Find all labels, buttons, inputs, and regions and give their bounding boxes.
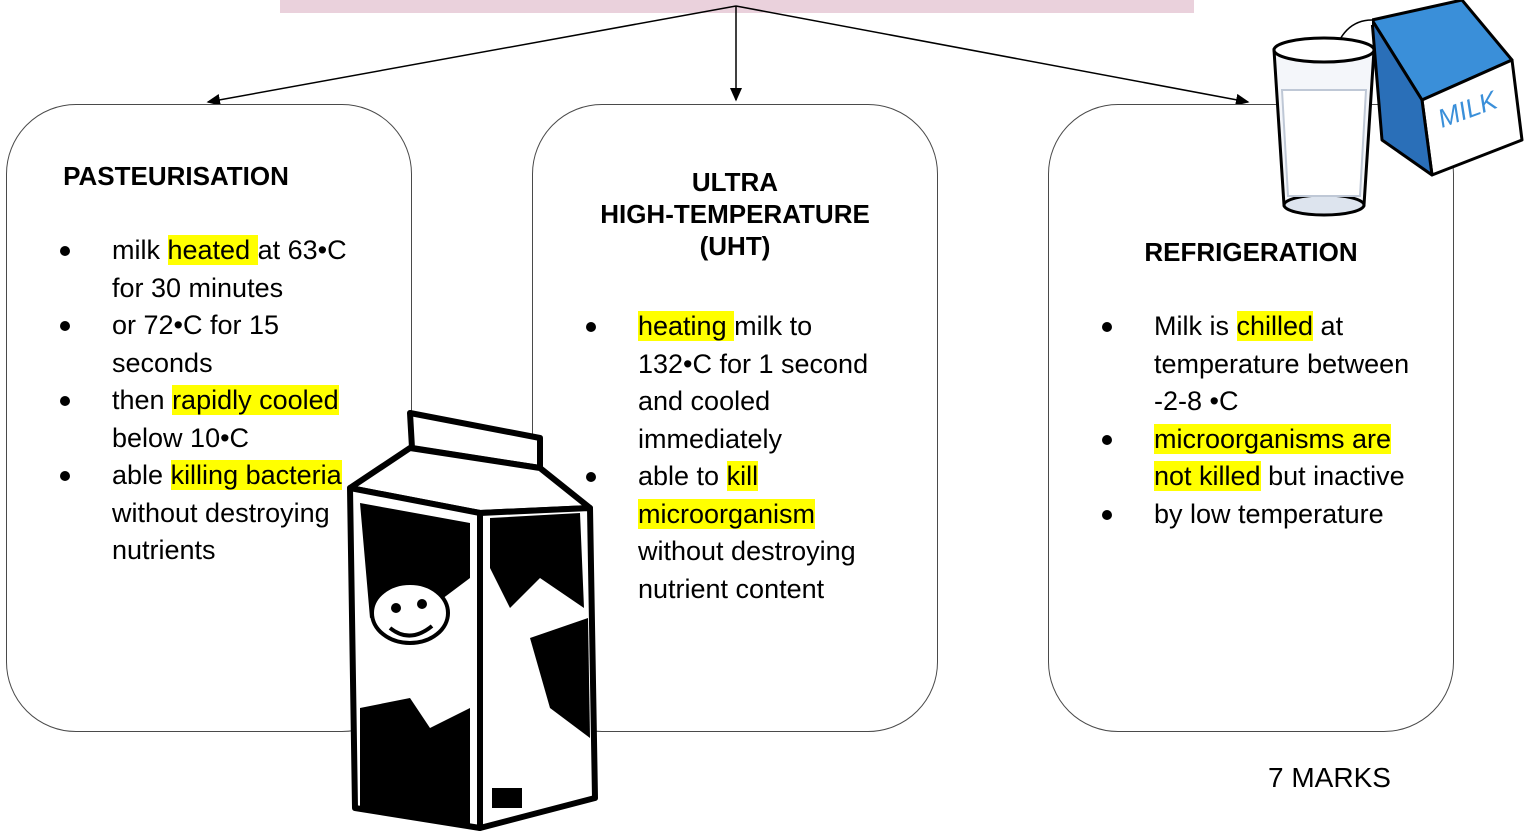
bullet-item: by low temperature [1092, 496, 1412, 534]
arrow-right [735, 5, 1250, 106]
highlighted-text: rapidly cooled [172, 385, 339, 415]
uht-heading: ULTRA HIGH-TEMPERATURE (UHT) [600, 167, 870, 261]
bullet-text: or 72•C for 15 seconds [112, 310, 280, 378]
refrigeration-heading: REFRIGERATION [1144, 237, 1358, 267]
bullet-item: then rapidly cooled below 10•C [50, 382, 350, 457]
bullet-text: without destroying nutrients [112, 497, 330, 566]
bullet-text: below 10•C [112, 422, 250, 453]
arrow-left [206, 5, 737, 106]
bullet-text: at 63•C for 30 minutes [112, 235, 347, 303]
bullet-item: heating milk to 132•C for 1 second and c… [576, 308, 876, 458]
milk-carton-illustration [347, 410, 598, 831]
bullet-text: able [112, 460, 171, 490]
bullet-item: able killing bacteria without destroying… [50, 457, 350, 570]
bullet-text: without destroying nutrient content [638, 536, 856, 604]
highlighted-text: killing bacteria [170, 460, 342, 490]
bullet-item: Milk is chilled at temperature between -… [1092, 308, 1412, 421]
highlighted-text: heated [167, 235, 258, 265]
bullet-text: milk [112, 235, 168, 265]
bullet-item: milk heated at 63•C for 30 minutes [50, 232, 350, 307]
uht-list: heating milk to 132•C for 1 second and c… [576, 308, 876, 608]
bullet-item: or 72•C for 15 seconds [50, 307, 350, 382]
uht-box [532, 104, 938, 732]
pasteurisation-box [6, 104, 412, 732]
bullet-item: able to kill microorganism without destr… [576, 458, 876, 608]
bullet-text: milk to 132•C for 1 second and cooled im… [638, 311, 869, 454]
bullet-text: by low temperature [1154, 498, 1384, 529]
highlighted-text: chilled [1236, 311, 1314, 341]
bullet-item: microorganisms are not killed but inacti… [1092, 421, 1412, 496]
refrigeration-box [1048, 104, 1454, 732]
bullet-text: able to [638, 461, 727, 491]
bullet-text: Milk is [1154, 311, 1237, 341]
refrigeration-list: Milk is chilled at temperature between -… [1092, 308, 1412, 533]
bullet-text: then [112, 385, 173, 415]
milk-glass-illustration: MILK [1272, 0, 1524, 217]
pasteurisation-heading: PASTEURISATION [63, 161, 289, 191]
marks-label: 7 MARKS [1268, 762, 1391, 793]
highlighted-text: heating [638, 311, 735, 341]
bullet-text: but inactive [1260, 461, 1405, 491]
bullet-text: at temperature between -2-8 •C [1154, 311, 1410, 416]
